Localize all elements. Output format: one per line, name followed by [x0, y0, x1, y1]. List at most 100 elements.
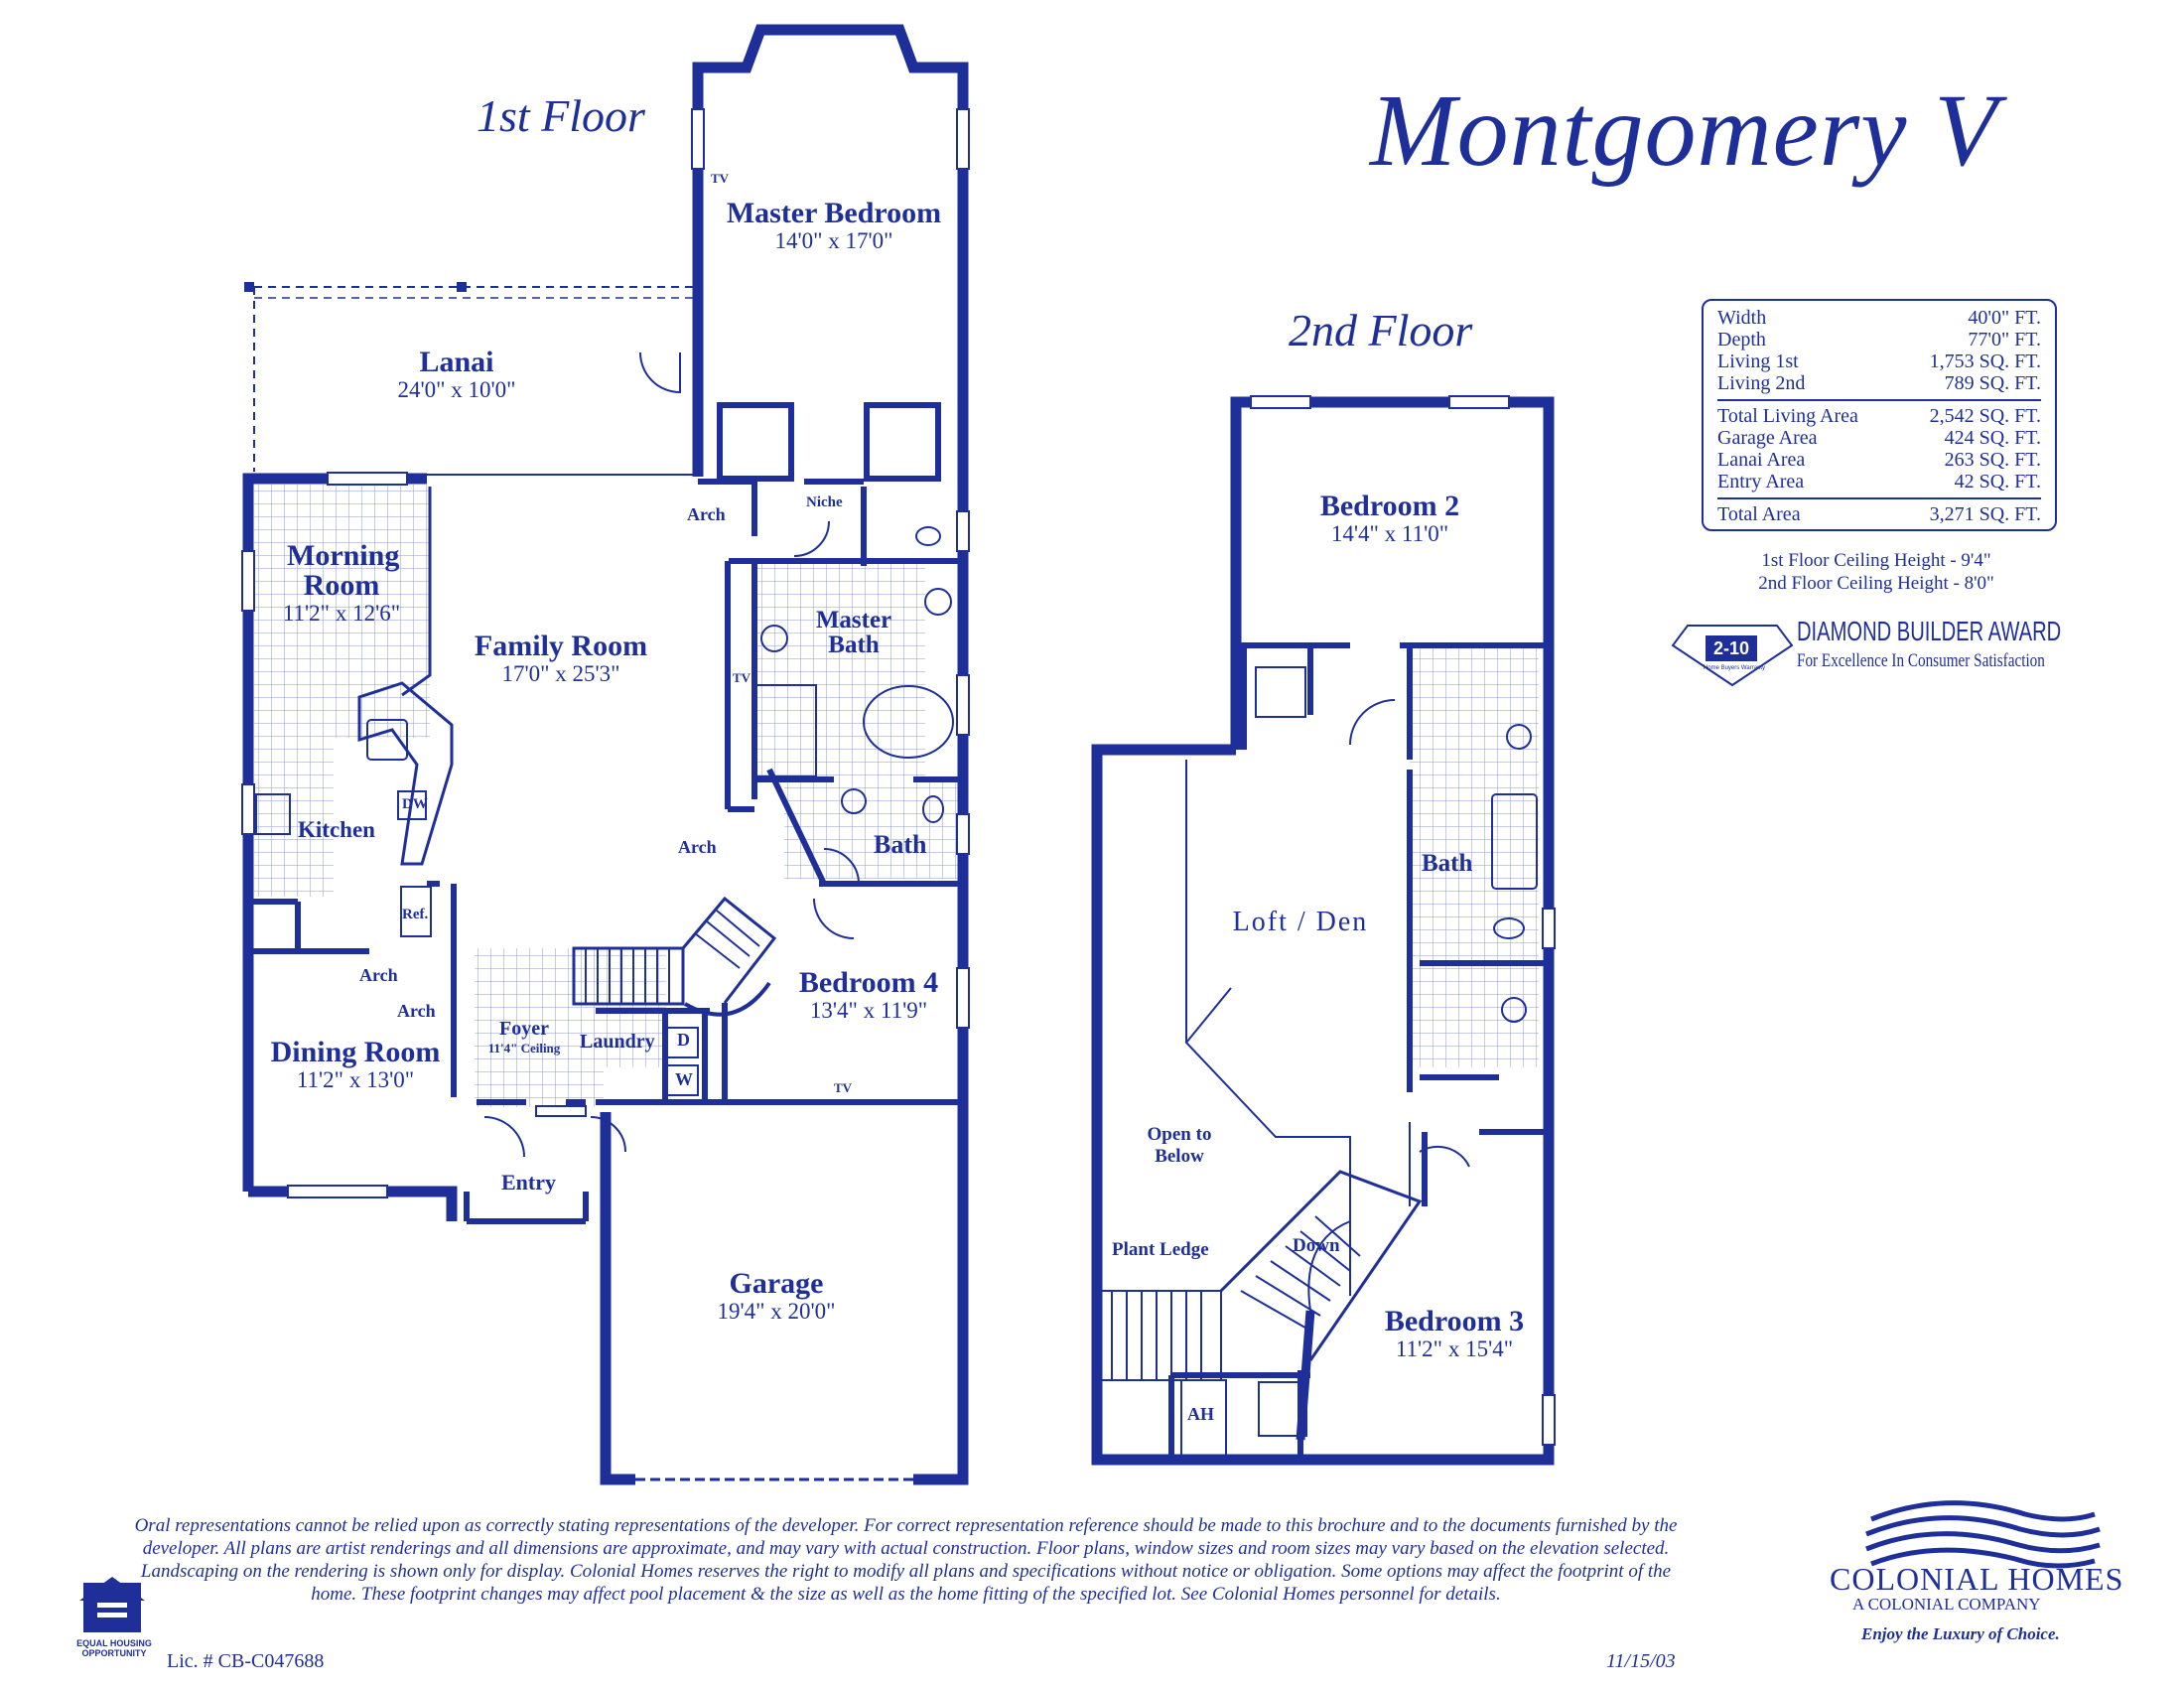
room-name: Master Bedroom [726, 197, 942, 229]
tv-label: TV [834, 1080, 853, 1095]
revision-date: 11/15/03 [1606, 1650, 1676, 1672]
dryer-label: D [677, 1030, 690, 1050]
room-name: Family Room [474, 630, 648, 662]
equal-housing-logo [79, 1577, 145, 1632]
stat-label: Garage Area [1717, 427, 1818, 449]
second-floor-interior-walls [1168, 642, 1549, 1460]
room-bedroom-3: Bedroom 3 11'2" x 15'4" [1350, 1307, 1559, 1362]
room-bedroom-2: Bedroom 2 14'4" x 11'0" [1281, 492, 1499, 547]
ceiling-height-1st: 1st Floor Ceiling Height - 9'4" [1761, 550, 1991, 571]
room-dimensions: 11'2" x 12'6" [282, 601, 401, 626]
brand-name: COLONIAL HOMES [1830, 1561, 2124, 1597]
room-family-room: Family Room 17'0" x 25'3" [452, 632, 670, 687]
room-dining-room: Dining Room 11'2" x 13'0" [256, 1038, 455, 1093]
room-dimensions: 19'4" x 20'0" [717, 1299, 836, 1324]
room-dimensions: 13'4" x 11'9" [809, 998, 928, 1023]
room-dimensions: 24'0" x 10'0" [397, 377, 516, 402]
room-loft-den: Loft / Den [1232, 907, 1369, 937]
brand-tagline: Enjoy the Luxury of Choice. [1861, 1624, 2060, 1643]
room-dimensions: 11'2" x 15'4" [1395, 1336, 1514, 1361]
air-handler-label: AH [1187, 1404, 1214, 1424]
ceiling-height-2nd: 2nd Floor Ceiling Height - 8'0" [1758, 573, 1994, 594]
stats-row: Living 2nd 789 SQ. FT. [1717, 372, 2041, 394]
colonial-homes-logo [1865, 1500, 2101, 1569]
room-master-bedroom: Master Bedroom 14'0" x 17'0" [705, 199, 963, 254]
award-subtitle: For Excellence In Consumer Satisfaction [1797, 650, 2045, 671]
stat-value: 3,271 SQ. FT. [1929, 503, 2041, 525]
divider [1717, 497, 2041, 499]
stat-label: Lanai Area [1717, 449, 1806, 471]
laundry-label: Laundry [580, 1031, 655, 1053]
room-dimensions: 17'0" x 25'3" [501, 661, 620, 686]
room-kitchen: Kitchen [298, 817, 375, 842]
stat-label: Living 2nd [1717, 372, 1806, 394]
equal-housing-label: EQUAL HOUSING OPPORTUNITY [76, 1638, 152, 1658]
dishwasher-label: DW [402, 796, 428, 812]
room-name: Morning Room [287, 539, 400, 602]
stats-row: Total Living Area 2,542 SQ. FT. [1717, 405, 2041, 427]
foyer-ceiling-label: 11'4" Ceiling [487, 1041, 561, 1055]
stats-row: Entry Area 42 SQ. FT. [1717, 471, 2041, 492]
stat-value: 42 SQ. FT. [1954, 471, 2041, 492]
stats-row: Garage Area 424 SQ. FT. [1717, 427, 2041, 449]
open-to-below-line-1: Open to [1147, 1124, 1212, 1145]
stats-row: Lanai Area 263 SQ. FT. [1717, 449, 2041, 471]
ceiling-heights: 1st Floor Ceiling Height - 9'4" 2nd Floo… [1698, 549, 2055, 595]
second-floor-windows [1250, 395, 1556, 1446]
stat-value: 2,542 SQ. FT. [1929, 405, 2041, 427]
tv-label: TV [711, 171, 730, 186]
second-floor-loft-outline [1096, 666, 1538, 1461]
room-lanai: Lanai 24'0" x 10'0" [357, 348, 556, 403]
award-title: DIAMOND BUILDER AWARD [1797, 616, 2062, 646]
stat-value: 789 SQ. FT. [1944, 372, 2041, 394]
warranty-badge-subtitle: Home Buyers Warranty [1703, 665, 1766, 671]
room-name: Bedroom 2 [1319, 490, 1460, 522]
first-floor-stairs [572, 896, 777, 1017]
stat-value: 40'0" FT. [1968, 307, 2041, 329]
entry-label: Entry [501, 1170, 556, 1195]
second-floor-title: 2nd Floor [1289, 305, 1473, 355]
first-floor-fixtures [255, 352, 954, 1158]
stat-label: Width [1717, 307, 1767, 329]
room-dimensions: 14'0" x 17'0" [774, 228, 893, 253]
arch-label: Arch [687, 504, 726, 524]
room-name: Bedroom 3 [1384, 1305, 1525, 1337]
stat-value: 424 SQ. FT. [1944, 427, 2041, 449]
open-to-below-line-2: Below [1155, 1146, 1204, 1167]
license-number: Lic. # CB-C047688 [167, 1650, 325, 1672]
stat-label: Total Living Area [1717, 405, 1858, 427]
stats-row: Width 40'0" FT. [1717, 307, 2041, 329]
stat-label: Living 1st [1717, 351, 1799, 372]
second-floor-tile [1410, 645, 1539, 1067]
refrigerator-label: Ref. [402, 907, 429, 922]
first-floor-interior-walls [248, 286, 963, 1481]
tv-label: TV [733, 670, 751, 685]
open-to-below-label: Open to Below [1130, 1124, 1229, 1168]
room-bath-2: Bath [1422, 850, 1473, 877]
stats-row: Living 1st 1,753 SQ. FT. [1717, 351, 2041, 372]
stat-value: 1,753 SQ. FT. [1929, 351, 2041, 372]
arch-label: Arch [678, 837, 717, 857]
stat-value: 77'0" FT. [1968, 329, 2041, 351]
room-name: Bedroom 4 [798, 966, 939, 999]
room-dimensions: 14'4" x 11'0" [1330, 521, 1449, 546]
plant-ledge-label: Plant Ledge [1112, 1239, 1209, 1260]
first-floor-windows [241, 108, 970, 1198]
room-bedroom-4: Bedroom 4 13'4" x 11'9" [769, 968, 968, 1024]
arch-label: Arch [359, 965, 398, 985]
stairs-down-label: Down [1293, 1235, 1340, 1256]
page-title: Montgomery V [1370, 73, 1998, 188]
arch-label: Arch [397, 1001, 436, 1021]
washer-label: W [675, 1069, 693, 1089]
stat-value: 263 SQ. FT. [1944, 449, 2041, 471]
brand-subtitle: A COLONIAL COMPANY [1852, 1595, 2041, 1614]
foyer-label: Foyer [499, 1018, 549, 1040]
room-name: Lanai [419, 346, 494, 378]
room-morning-room: Morning Room 11'2" x 12'6" [262, 541, 421, 627]
room-dimensions: 11'2" x 13'0" [296, 1067, 415, 1092]
stat-label: Entry Area [1717, 471, 1805, 492]
